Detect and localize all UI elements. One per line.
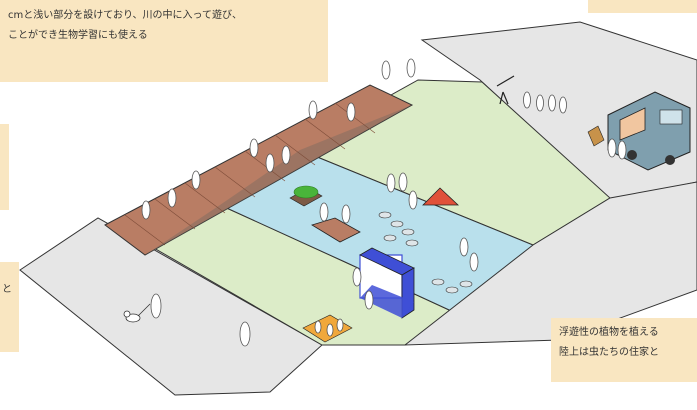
annotation-top-left-line1: cmと浅い部分を設けており、川の中に入って遊び、 <box>8 10 243 21</box>
tent-icon <box>422 187 460 206</box>
annotation-bottom-right-line1: 浮遊性の植物を植える <box>559 327 659 338</box>
dog-icon <box>123 303 151 323</box>
deck-shadow <box>145 105 412 255</box>
annotation-left-lower-mark: と <box>2 284 12 295</box>
annotation-left-lower: と <box>0 262 19 352</box>
annotation-left-mid <box>0 124 9 210</box>
booth-icon <box>359 247 415 319</box>
people-figures <box>141 58 627 347</box>
annotation-bottom-right-line2: 陸上は虫たちの住家と <box>559 347 659 358</box>
annotation-top-left: cmと浅い部分を設けており、川の中に入って遊び、 ことができ生物学習にも使える <box>0 0 328 82</box>
telescope-icon <box>496 75 515 105</box>
annotation-top-left-line2: ことができ生物学習にも使える <box>8 30 148 41</box>
bottom-left-plaza <box>19 217 323 396</box>
annotation-bottom-right: 浮遊性の植物を植える 陸上は虫たちの住家と <box>551 318 697 382</box>
floating-planter <box>289 185 323 207</box>
boardwalk-planks <box>124 102 376 246</box>
wooden-platform <box>311 217 361 243</box>
boardwalk-deck <box>104 84 414 256</box>
stepping-stones <box>378 211 473 294</box>
annotation-top-right-edge <box>588 0 697 13</box>
food-truck-icon <box>587 91 691 171</box>
